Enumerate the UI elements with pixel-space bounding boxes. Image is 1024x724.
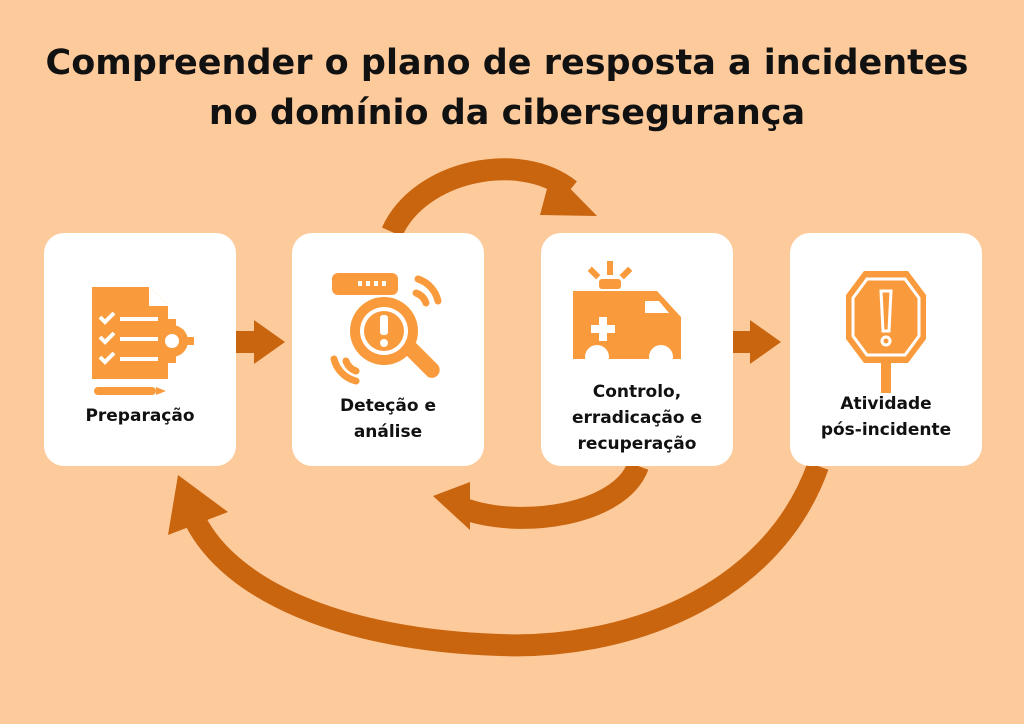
step-label: Controlo, erradicação e recuperação [541, 379, 733, 457]
arrowhead-top [540, 170, 597, 216]
step-label-line: Deteção e [340, 396, 436, 416]
arrowhead-mid [433, 482, 470, 530]
step-containment-eradication-recovery: Controlo, erradicação e recuperação [541, 233, 733, 466]
ambulance-icon [573, 261, 681, 369]
step-label: Atividade pós-incidente [790, 391, 982, 443]
step-label-line: erradicação e [572, 408, 702, 428]
checklist-gear-icon [92, 287, 194, 395]
arc-arrow-control-to-detect [458, 461, 649, 529]
step-label-line: recuperação [577, 434, 697, 454]
step-label: Preparação [85, 406, 195, 426]
step-label-line: análise [353, 422, 423, 442]
arrowhead-bottom [168, 475, 228, 535]
step-post-incident: Atividade pós-incidente [790, 233, 982, 466]
step-label: Deteção e análise [292, 393, 484, 445]
step-label-line: pós-incidente [820, 420, 952, 440]
step-detection-analysis: Deteção e análise [292, 233, 484, 466]
straight-arrow-1 [234, 320, 285, 364]
page-title: Compreender o plano de resposta a incide… [0, 38, 1014, 138]
stop-sign-alert-icon [846, 271, 926, 393]
arc-arrow-detect-to-control [381, 158, 577, 238]
title-line-1: Compreender o plano de resposta a incide… [45, 43, 969, 83]
title-line-2: no domínio da cibersegurança [208, 93, 806, 133]
arc-arrow-post-to-prep [185, 462, 829, 657]
step-label-line: Controlo, [592, 382, 682, 402]
step-preparation: Preparação [44, 233, 236, 466]
magnifier-alert-icon [330, 273, 442, 385]
step-label-line: Atividade [840, 394, 932, 414]
straight-arrow-2 [730, 320, 781, 364]
